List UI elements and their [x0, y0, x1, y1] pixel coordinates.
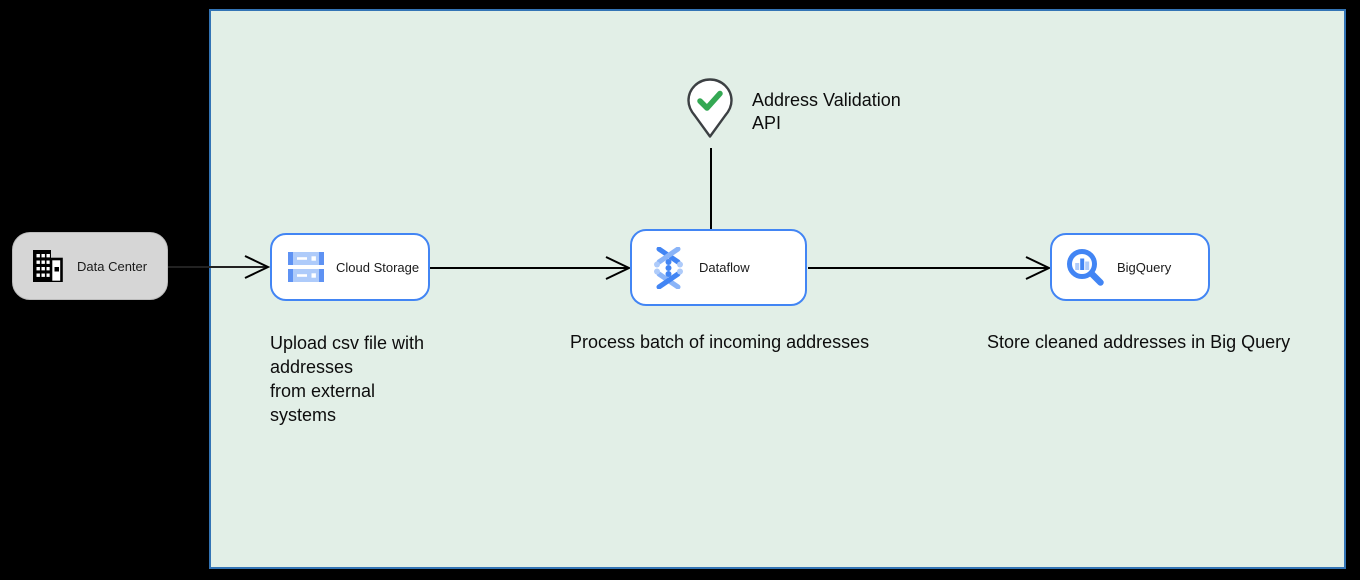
- address-validation-pin-icon: [686, 78, 734, 145]
- bigquery-label: BigQuery: [1117, 259, 1172, 275]
- node-dataflow[interactable]: Dataflow: [630, 229, 807, 306]
- cloud-storage-label: Cloud Storage: [336, 259, 420, 275]
- data-center-label: Data Center: [77, 258, 148, 274]
- address-validation-api-label: Address Validation API: [752, 90, 901, 133]
- cloud-storage-icon: [288, 252, 324, 282]
- caption-process-batch: Process batch of incoming addresses: [570, 332, 870, 352]
- bigquery-icon: [1065, 247, 1105, 287]
- data-center-building-icon: [33, 250, 63, 282]
- dataflow-icon: [650, 246, 687, 289]
- node-cloud-storage[interactable]: Cloud Storage: [270, 233, 430, 301]
- node-data-center[interactable]: Data Center: [12, 232, 168, 300]
- caption-store-bigquery: Store cleaned addresses in Big Query: [987, 332, 1291, 352]
- dataflow-label: Dataflow: [699, 260, 750, 275]
- node-bigquery[interactable]: BigQuery: [1050, 233, 1210, 301]
- caption-upload-csv: Upload csv file with addresses from exte…: [270, 333, 425, 425]
